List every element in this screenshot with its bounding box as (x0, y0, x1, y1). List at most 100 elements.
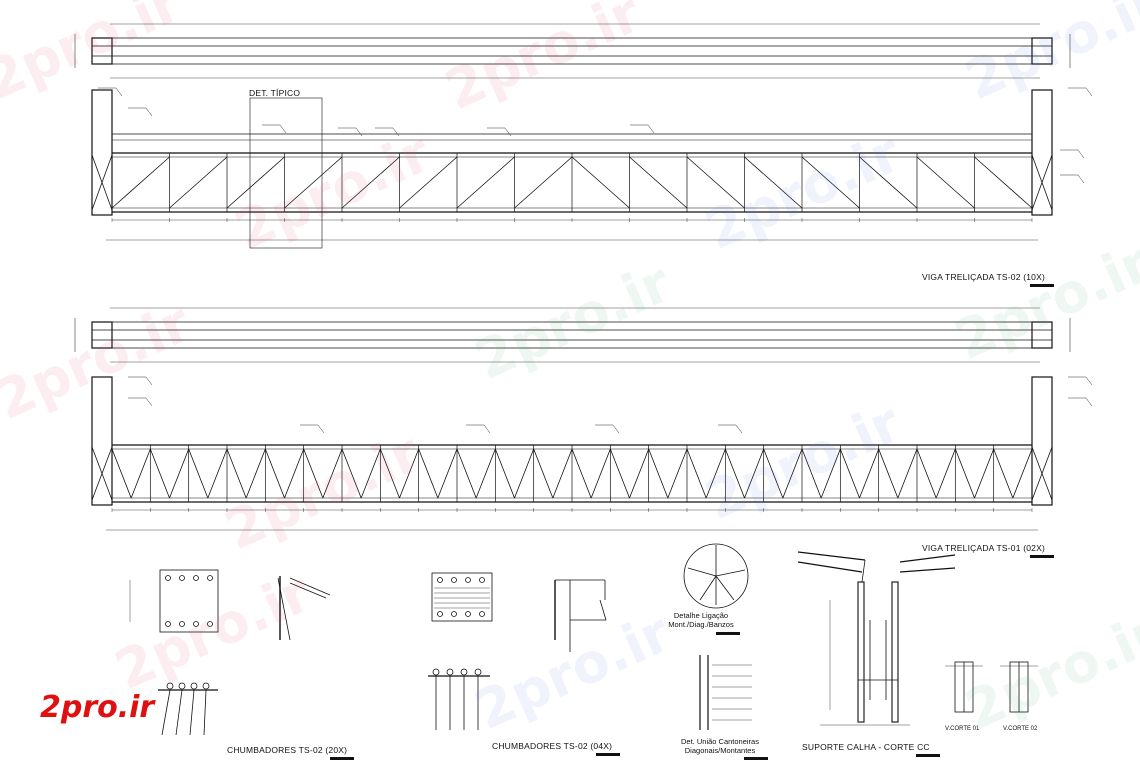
drawing-line (145, 376, 153, 386)
drawing-line (317, 424, 325, 434)
drawing-line (647, 124, 655, 134)
title-underline (330, 757, 354, 760)
truss-ts02-title: VIGA TRELIÇADA TS-02 (10X) (922, 272, 1045, 282)
drawing-line (175, 689, 183, 736)
drawing-line (899, 567, 956, 573)
drawing-circle (179, 621, 185, 627)
drawing-circle (178, 682, 186, 690)
drawing-line (897, 448, 918, 499)
truss-top-plan (74, 23, 1071, 79)
drawing-circle (207, 621, 213, 627)
truss-ts02-elevation (91, 89, 1053, 249)
title-underline (1030, 284, 1054, 287)
drawing-rect (91, 37, 113, 65)
drawing-line (686, 448, 707, 499)
drawing-line (189, 689, 195, 736)
drawing-line (207, 448, 228, 499)
drawing-circle (479, 611, 485, 617)
drawing-rect (91, 376, 113, 506)
drawing-rect (891, 581, 899, 723)
drawing-line (115, 87, 123, 97)
drawing-line (169, 448, 190, 499)
drawing-rect (1031, 321, 1053, 349)
drawing-line (169, 156, 228, 209)
drawing-line (715, 575, 735, 601)
drawing-line (699, 575, 717, 601)
drawing-line (612, 424, 620, 434)
drawing-line (629, 448, 650, 499)
drawing-line (801, 156, 860, 209)
drawing-line (1077, 149, 1085, 159)
drawing-line (355, 127, 363, 137)
drawing-line (859, 448, 880, 499)
drawing-line (245, 448, 266, 499)
drawing-line (514, 156, 573, 209)
detail-drawings (129, 543, 1038, 736)
drawing-line (226, 448, 247, 499)
drawing-circle (165, 621, 171, 627)
drawing-circle (479, 577, 485, 583)
drawing-line (399, 448, 420, 499)
drawing-line (145, 397, 153, 407)
drawing-line (599, 599, 607, 621)
drawing-circle (460, 668, 468, 676)
drawing-rect (159, 569, 219, 633)
angle-joint-title: Det. União Cantoneiras Diagonais/Montant… (665, 737, 775, 755)
drawing-line (916, 448, 937, 499)
drawing-line (1085, 87, 1093, 97)
drawing-line (289, 577, 331, 596)
drawing-rect (91, 89, 113, 216)
drawing-line (820, 448, 841, 499)
drawing-line (859, 156, 918, 209)
drawing-line (188, 448, 209, 499)
drawing-rect (1031, 37, 1053, 65)
drawing-circle (465, 577, 471, 583)
angle-joint-title-line1: Det. União Cantoneiras (681, 737, 759, 746)
drawing-circle (166, 682, 174, 690)
drawing-line (1085, 397, 1093, 407)
title-underline (916, 754, 940, 757)
drawing-line (797, 551, 866, 561)
drawing-line (111, 448, 132, 499)
drawing-line (303, 448, 324, 499)
drawing-circle (683, 543, 749, 609)
drawing-line (667, 448, 688, 499)
drawing-line (341, 156, 400, 209)
connection-detail-title: Detalhe Ligação Mont./Diag./Banzos (651, 611, 751, 629)
drawing-line (284, 156, 343, 209)
section-2-label: V.CORTE 02 (1003, 726, 1038, 732)
drawing-line (916, 156, 975, 209)
truss-mid-plan (74, 307, 1071, 363)
drawing-circle (437, 611, 443, 617)
title-underline (1030, 555, 1054, 558)
drawing-line (861, 559, 866, 583)
drawing-line (456, 156, 515, 209)
drawing-line (456, 448, 477, 499)
drawing-line (504, 127, 512, 137)
drawing-line (289, 582, 327, 599)
truss-ts01-elevation (91, 376, 1053, 531)
drawing-circle (193, 621, 199, 627)
drawing-circle (207, 575, 213, 581)
drawing-line (687, 567, 717, 577)
drawing-rect (91, 321, 113, 349)
drawing-line (571, 156, 630, 209)
drawing-circle (437, 577, 443, 583)
drawing-line (609, 448, 630, 499)
drawing-line (341, 448, 362, 499)
connection-detail-title-line1: Detalhe Ligação (673, 611, 729, 620)
drawing-line (149, 448, 170, 499)
drawing-line (993, 448, 1014, 499)
drawing-line (514, 448, 535, 499)
drawing-line (782, 448, 803, 499)
anchor-ts02-20x-title: CHUMBADORES TS-02 (20X) (227, 745, 348, 755)
drawing-line (418, 448, 439, 499)
drawing-line (1077, 174, 1085, 184)
drawing-line (744, 448, 765, 499)
drawing-line (437, 448, 458, 499)
drawing-line (111, 156, 170, 209)
drawing-line (878, 448, 899, 499)
drawing-rect (431, 572, 493, 622)
drawing-line (399, 156, 458, 209)
drawing-line (322, 448, 343, 499)
